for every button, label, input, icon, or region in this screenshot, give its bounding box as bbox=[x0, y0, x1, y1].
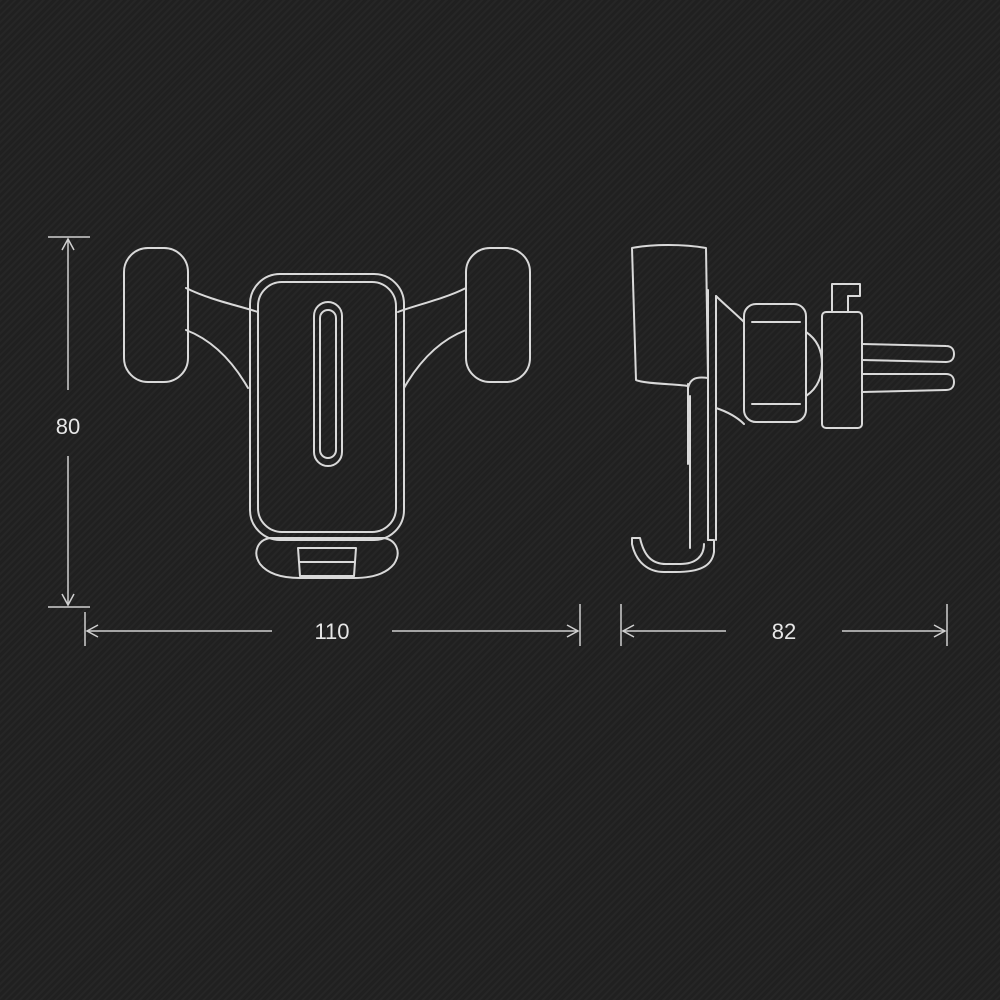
width-arrow-left bbox=[85, 624, 99, 638]
side-vertical-arm bbox=[687, 289, 717, 549]
vent-prongs bbox=[861, 343, 955, 393]
width-dimension: 110 bbox=[84, 604, 581, 646]
bottom-cradle-center bbox=[297, 547, 357, 577]
depth-arrow-right bbox=[933, 624, 947, 638]
left-arm bbox=[185, 287, 259, 389]
ball-joint bbox=[743, 303, 807, 423]
depth-arrow-left bbox=[621, 624, 635, 638]
depth-label: 82 bbox=[772, 619, 796, 644]
side-back-plate bbox=[631, 244, 709, 389]
holder-body-outer bbox=[249, 273, 405, 541]
side-bottom-hook bbox=[631, 537, 715, 573]
ball-joint-neck bbox=[805, 331, 823, 397]
height-arrow-top bbox=[61, 237, 75, 251]
bottom-cradle bbox=[255, 537, 399, 579]
side-view-holder bbox=[631, 244, 955, 573]
height-dimension: 80 bbox=[48, 236, 90, 608]
depth-dimension: 82 bbox=[620, 604, 948, 646]
height-arrow-bottom bbox=[61, 593, 75, 607]
height-label: 80 bbox=[56, 414, 80, 439]
ball-joint-bands bbox=[751, 321, 801, 405]
right-arm bbox=[397, 287, 467, 389]
center-slot bbox=[313, 301, 343, 467]
vent-clip-top-tab bbox=[831, 283, 861, 313]
right-grip-pad bbox=[465, 247, 531, 383]
vent-clip-frame bbox=[821, 311, 863, 429]
width-label: 110 bbox=[314, 619, 349, 644]
width-arrow-right bbox=[566, 624, 580, 638]
holder-body-inner bbox=[257, 281, 397, 533]
center-slot-inner bbox=[319, 309, 337, 459]
front-view-holder bbox=[123, 247, 531, 579]
left-grip-pad bbox=[123, 247, 189, 383]
side-connector bbox=[715, 295, 745, 425]
